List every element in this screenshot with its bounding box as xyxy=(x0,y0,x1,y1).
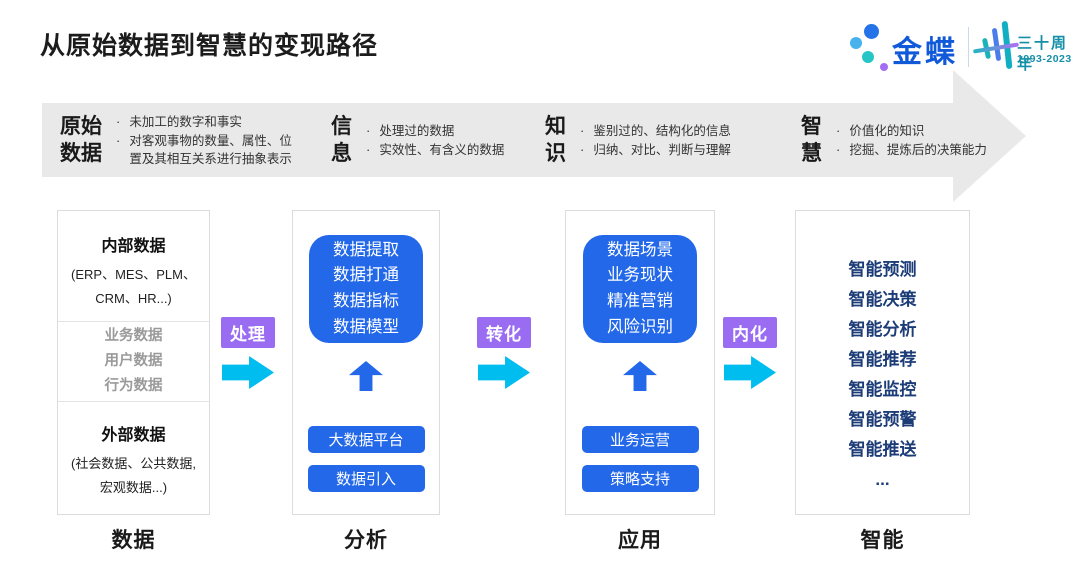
anniversary-label: 三十周年 xyxy=(1017,35,1069,73)
intelligence-item: 智能监控 xyxy=(848,380,917,399)
stage-point: · 处理过的数据 xyxy=(366,122,504,140)
intelligence-list: 智能预测 智能决策 智能分析 智能推荐 智能监控 智能预警 智能推送 ... xyxy=(796,211,969,495)
external-data-section: 外部数据 (社会数据、公共数据, 宏观数据...) xyxy=(58,402,209,500)
up-arrow-icon xyxy=(623,361,657,391)
footer-label-analysis: 分析 xyxy=(344,529,388,552)
stage-points: · 未加工的数字和事实 · 对客观事物的数量、属性、位置及其相互关系进行抽象表示 xyxy=(116,112,301,169)
stage-point-text: 价值化的知识 xyxy=(849,123,925,138)
logo-divider xyxy=(968,27,969,67)
section-heading: 内部数据 xyxy=(101,238,166,255)
banner-stage-raw-data: 原始 数据 · 未加工的数字和事实 · 对客观事物的数量、属性、位置及其相互关系进行… xyxy=(60,103,301,177)
stage-point-text: 对客观事物的数量、属性、位置及其相互关系进行抽象表示 xyxy=(129,133,292,166)
stage-point-text: 挖掘、提炼后的决策能力 xyxy=(849,142,987,157)
thirty-anniversary-icon xyxy=(972,19,1020,75)
connector-label: 处理 xyxy=(221,317,275,348)
section-heading: 外部数据 xyxy=(101,427,166,444)
bullet-icon: · xyxy=(836,122,841,138)
bullet-icon: · xyxy=(580,141,585,157)
page-title: 从原始数据到智慧的变现路径 xyxy=(40,32,379,60)
intelligence-column: 智能预测 智能决策 智能分析 智能推荐 智能监控 智能预警 智能推送 ... xyxy=(795,210,970,515)
stage-point-text: 鉴别过的、结构化的信息 xyxy=(593,123,731,138)
stage-name: 信 息 xyxy=(331,115,352,165)
logo-dot-icon xyxy=(864,24,879,39)
stage-arrow-banner: 原始 数据 · 未加工的数字和事实 · 对客观事物的数量、属性、位置及其相互关系进行… xyxy=(42,70,1026,202)
right-arrow-icon xyxy=(478,356,530,389)
stage-point: · 未加工的数字和事实 xyxy=(116,113,301,131)
analysis-capabilities-box: 数据提取 数据打通 数据指标 数据模型 xyxy=(309,235,423,343)
stage-name: 原始 数据 xyxy=(60,115,102,165)
banner-stage-knowledge: 知 识 · 鉴别过的、结构化的信息 · 归纳、对比、判断与理解 xyxy=(545,103,731,177)
banner-stage-wisdom: 智 慧 · 价值化的知识 · 挖掘、提炼后的决策能力 xyxy=(801,103,987,177)
banner-stage-information: 信 息 · 处理过的数据 · 实效性、有含义的数据 xyxy=(331,103,504,177)
data-import-button: 数据引入 xyxy=(307,465,425,492)
connector-label: 转化 xyxy=(477,317,531,348)
stage-point-text: 未加工的数字和事实 xyxy=(129,114,242,129)
data-type-item: 行为数据 xyxy=(104,378,163,394)
stage-point: · 实效性、有含义的数据 xyxy=(366,141,504,159)
right-arrow-icon xyxy=(222,356,274,389)
big-data-platform-button: 大数据平台 xyxy=(307,426,425,453)
bullet-icon: · xyxy=(580,122,585,138)
intelligence-item: 智能推送 xyxy=(848,440,917,459)
footer-label-intelligence: 智能 xyxy=(860,529,905,552)
stage-point: · 对客观事物的数量、属性、位置及其相互关系进行抽象表示 xyxy=(116,132,301,168)
stage-points: · 价值化的知识 · 挖掘、提炼后的决策能力 xyxy=(836,121,987,160)
intelligence-item: 智能决策 xyxy=(848,290,917,309)
intelligence-item: 智能分析 xyxy=(848,320,917,339)
bullet-icon: · xyxy=(116,132,121,148)
application-column: 数据场景 业务现状 精准营销 风险识别 业务运营 策略支持 xyxy=(565,210,715,515)
footer-label-application: 应用 xyxy=(618,529,662,552)
internal-data-section: 内部数据 (ERP、MES、PLM、 CRM、HR...) xyxy=(58,211,209,322)
bullet-icon: · xyxy=(366,141,371,157)
logo-dot-icon xyxy=(850,37,862,49)
application-scenarios-box: 数据场景 业务现状 精准营销 风险识别 xyxy=(583,235,697,343)
right-arrow-icon xyxy=(724,356,776,389)
intelligence-item: 智能预警 xyxy=(848,410,917,429)
stage-point-text: 实效性、有含义的数据 xyxy=(379,142,505,157)
business-operation-button: 业务运营 xyxy=(581,426,699,453)
bullet-icon: · xyxy=(116,113,121,129)
stage-point-text: 归纳、对比、判断与理解 xyxy=(593,142,731,157)
stage-point-text: 处理过的数据 xyxy=(379,123,455,138)
stage-point: · 价值化的知识 xyxy=(836,122,987,140)
stage-point: · 挖掘、提炼后的决策能力 xyxy=(836,141,987,159)
stage-points: · 处理过的数据 · 实效性、有含义的数据 xyxy=(366,121,504,160)
logo-dot-icon xyxy=(880,63,888,71)
data-type-item: 用户数据 xyxy=(104,353,163,369)
section-detail: (社会数据、公共数据, 宏观数据...) xyxy=(71,456,196,496)
connector-internalize: 内化 xyxy=(717,317,783,389)
stage-point: · 鉴别过的、结构化的信息 xyxy=(580,122,731,140)
bullet-icon: · xyxy=(366,122,371,138)
up-arrow-icon xyxy=(349,361,383,391)
bullet-icon: · xyxy=(836,141,841,157)
stage-points: · 鉴别过的、结构化的信息 · 归纳、对比、判断与理解 xyxy=(580,121,731,160)
anniversary-years: 1993-2023 xyxy=(1017,53,1072,65)
data-column: 内部数据 (ERP、MES、PLM、 CRM、HR...) 业务数据 用户数据 … xyxy=(57,210,210,515)
brand-name: 金蝶 xyxy=(892,36,958,69)
connector-process: 处理 xyxy=(215,317,281,389)
data-types-section: 业务数据 用户数据 行为数据 xyxy=(58,322,209,402)
connector-transform: 转化 xyxy=(471,317,537,389)
analysis-column: 数据提取 数据打通 数据指标 数据模型 大数据平台 数据引入 xyxy=(292,210,440,515)
stage-point: · 归纳、对比、判断与理解 xyxy=(580,141,731,159)
logo-dot-icon xyxy=(862,51,874,63)
kingdee-logo: 金蝶 三十周年 1993-2023 xyxy=(845,15,1077,79)
intelligence-item: 智能推荐 xyxy=(848,350,917,369)
section-detail: (ERP、MES、PLM、 CRM、HR...) xyxy=(71,267,196,307)
footer-label-data: 数据 xyxy=(111,529,156,552)
intelligence-item: 智能预测 xyxy=(848,260,917,279)
stage-name: 知 识 xyxy=(545,115,566,165)
intelligence-item-ellipsis: ... xyxy=(875,470,890,489)
strategy-support-button: 策略支持 xyxy=(581,465,699,492)
connector-label: 内化 xyxy=(723,317,777,348)
data-type-item: 业务数据 xyxy=(104,328,163,344)
stage-name: 智 慧 xyxy=(801,115,822,165)
